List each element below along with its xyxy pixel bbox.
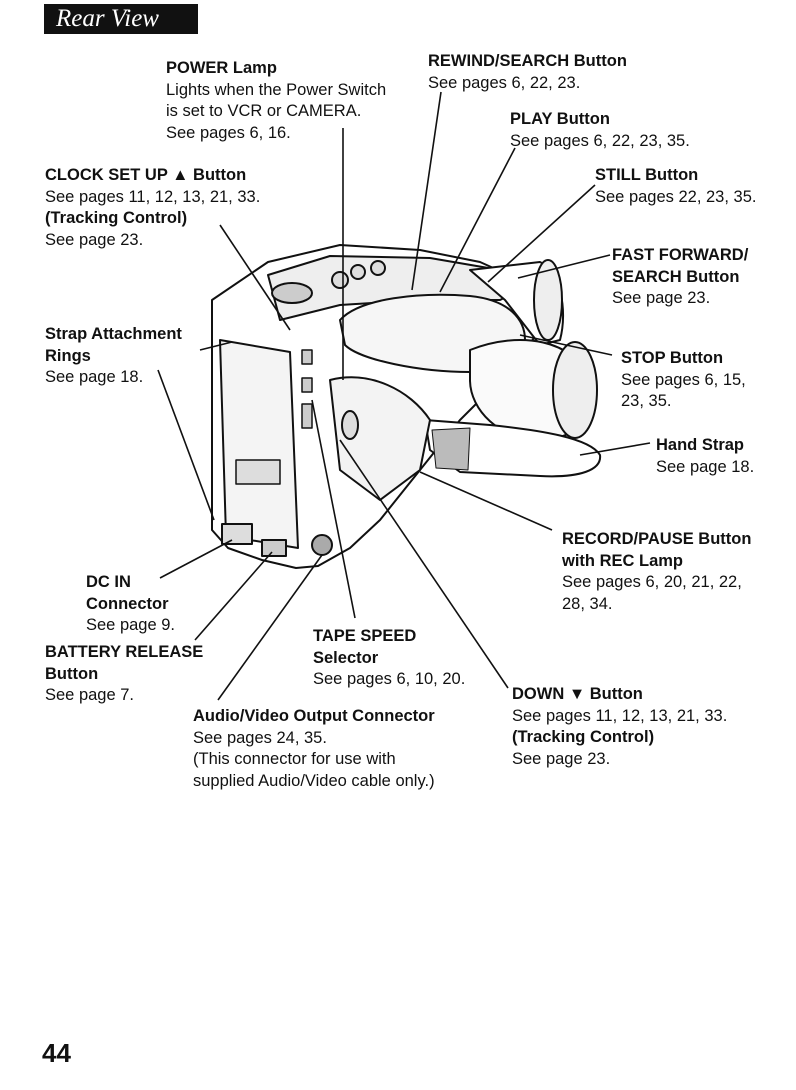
- record-pause-label: RECORD/PAUSE Button with REC Lamp See pa…: [562, 530, 752, 613]
- fast-forward-label: FAST FORWARD/ SEARCH Button See page 23.: [612, 246, 749, 307]
- av-output-label: Audio/Video Output Connector See pages 2…: [193, 707, 435, 790]
- hand-strap-label: Hand Strap See page 18.: [656, 436, 755, 476]
- play-button-label: PLAY Button See pages 6, 22, 23, 35.: [510, 110, 690, 150]
- rewind-search-label: REWIND/SEARCH Button See pages 6, 22, 23…: [428, 52, 627, 92]
- dc-in-label: DC IN Connector See page 9.: [86, 573, 175, 634]
- section-title: Rear View: [56, 5, 159, 32]
- stop-button-label: STOP Button See pages 6, 15, 23, 35.: [621, 349, 746, 410]
- still-button-label: STILL Button See pages 22, 23, 35.: [595, 166, 757, 206]
- strap-rings-label: Strap Attachment Rings See page 18.: [45, 325, 182, 386]
- clock-set-up-label: CLOCK SET UP ▲ Button See pages 11, 12, …: [45, 166, 261, 249]
- battery-release-label: BATTERY RELEASE Button See page 7.: [45, 643, 204, 704]
- power-lamp-label: POWER Lamp Lights when the Power Switch …: [166, 59, 387, 142]
- section-header: Rear View: [44, 4, 198, 34]
- battery-pack: [219, 339, 299, 549]
- down-button-label: DOWN ▼ Button See pages 11, 12, 13, 21, …: [512, 685, 728, 768]
- page-number: 44: [42, 1038, 71, 1068]
- tape-speed-label: TAPE SPEED Selector See pages 6, 10, 20.: [313, 627, 466, 688]
